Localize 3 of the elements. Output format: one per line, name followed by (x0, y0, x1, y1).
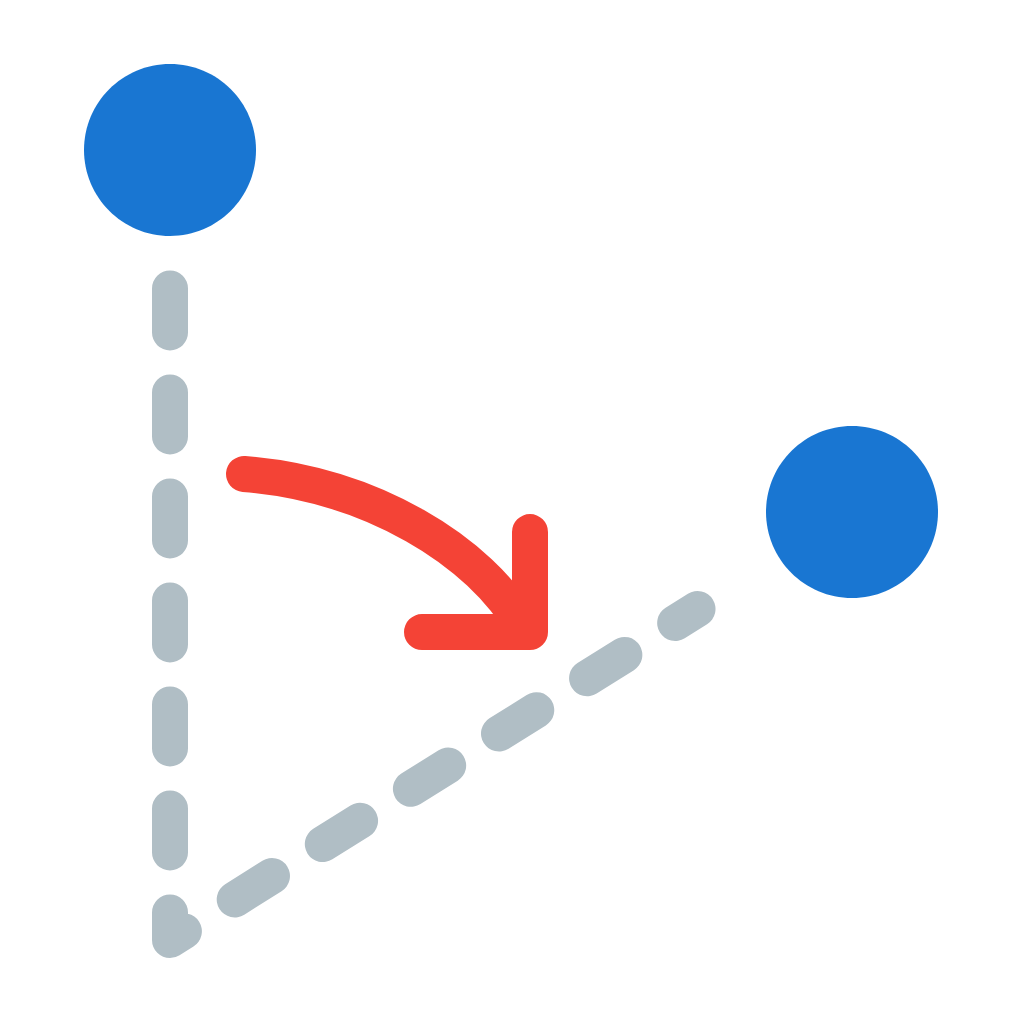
circle-shape (84, 64, 256, 236)
circle-shape (766, 426, 938, 598)
dashed-line (152, 270, 716, 958)
